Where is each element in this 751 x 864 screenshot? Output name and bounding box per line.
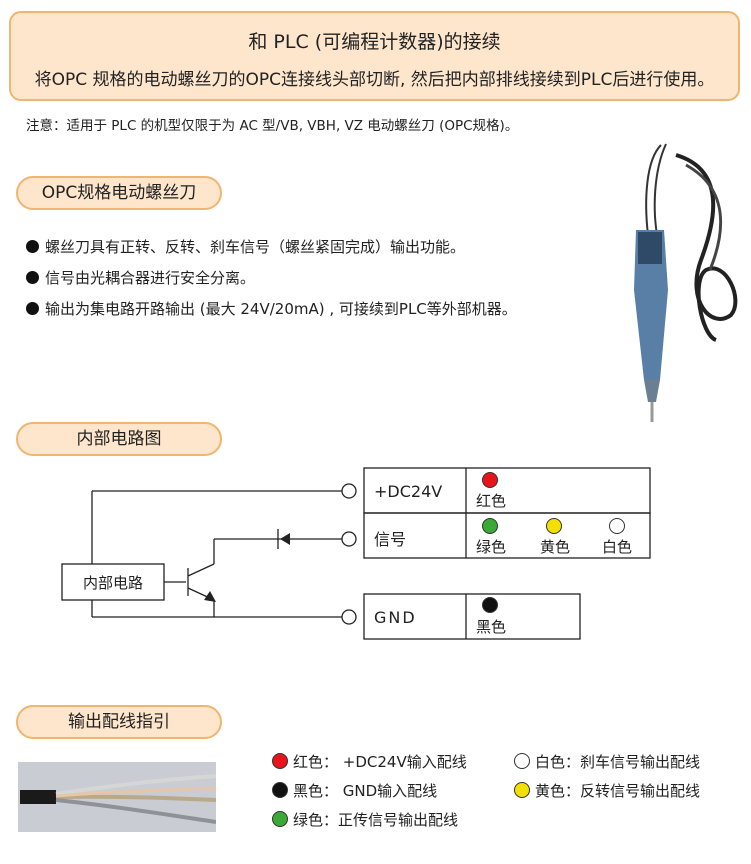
banner-title: 和 PLC (可编程计数器)的接续 — [248, 31, 501, 53]
green-wire-icon — [482, 518, 498, 534]
header-banner: 和 PLC (可编程计数器)的接续 将OPC 规格的电动螺丝刀的OPC连接线头部… — [9, 11, 740, 101]
bullet-dot-icon — [26, 271, 39, 284]
bullet-dot-icon — [26, 302, 39, 315]
legend-item: 绿色：正传信号输出配线 — [272, 809, 458, 830]
bullet-dot-icon — [26, 240, 39, 253]
section-title-opc: OPC规格电动螺丝刀 — [16, 176, 222, 210]
banner-subtitle: 将OPC 规格的电动螺丝刀的OPC连接线头部切断, 然后把内部排线接续到PLC后… — [34, 70, 715, 90]
bullet-item: 输出为集电路开路输出 (最大 24V/20mA) , 可接续到PLC等外部机器。 — [26, 298, 517, 319]
black-dot-icon — [272, 782, 288, 798]
red-wire-icon — [482, 472, 498, 488]
signal-label: 信号 — [374, 530, 406, 549]
screwdriver-image — [634, 143, 738, 422]
wire-color-label: 绿色 — [476, 538, 506, 556]
legend-item: 黑色： GND输入配线 — [272, 780, 437, 801]
white-wire-icon — [609, 518, 625, 534]
signal-label: +DC24V — [374, 482, 442, 501]
white-dot-icon — [514, 753, 530, 769]
green-dot-icon — [272, 811, 288, 827]
circuit-diagram: 内部电路 +DC24V 信号 GND 红色 绿色 黄色 白色 黑色 — [61, 467, 651, 640]
black-wire-icon — [482, 597, 498, 613]
legend-item: 白色：刹车信号输出配线 — [514, 751, 700, 772]
wire-color-label: 红色 — [476, 492, 506, 510]
circuit-box-label: 内部电路 — [83, 574, 143, 592]
section-title-circuit: 内部电路图 — [16, 422, 222, 456]
usage-note: 注意：适用于 PLC 的机型仅限于为 AC 型/VB, VBH, VZ 电动螺丝… — [26, 118, 519, 134]
legend-item: 黄色：反转信号输出配线 — [514, 780, 700, 801]
wire-color-label: 黄色 — [540, 538, 570, 556]
wire-color-label: 黑色 — [476, 618, 506, 636]
yellow-dot-icon — [514, 782, 530, 798]
signal-label: GND — [374, 608, 417, 627]
bullet-item: 信号由光耦合器进行安全分离。 — [26, 267, 255, 288]
cable-photo — [18, 762, 216, 832]
wire-color-label: 白色 — [602, 538, 632, 556]
red-dot-icon — [272, 753, 288, 769]
bullet-item: 螺丝刀具有正转、反转、刹车信号（螺丝紧固完成）输出功能。 — [26, 236, 465, 257]
legend-item: 红色： +DC24V输入配线 — [272, 751, 467, 772]
yellow-wire-icon — [546, 518, 562, 534]
section-title-wiring: 输出配线指引 — [16, 705, 222, 739]
